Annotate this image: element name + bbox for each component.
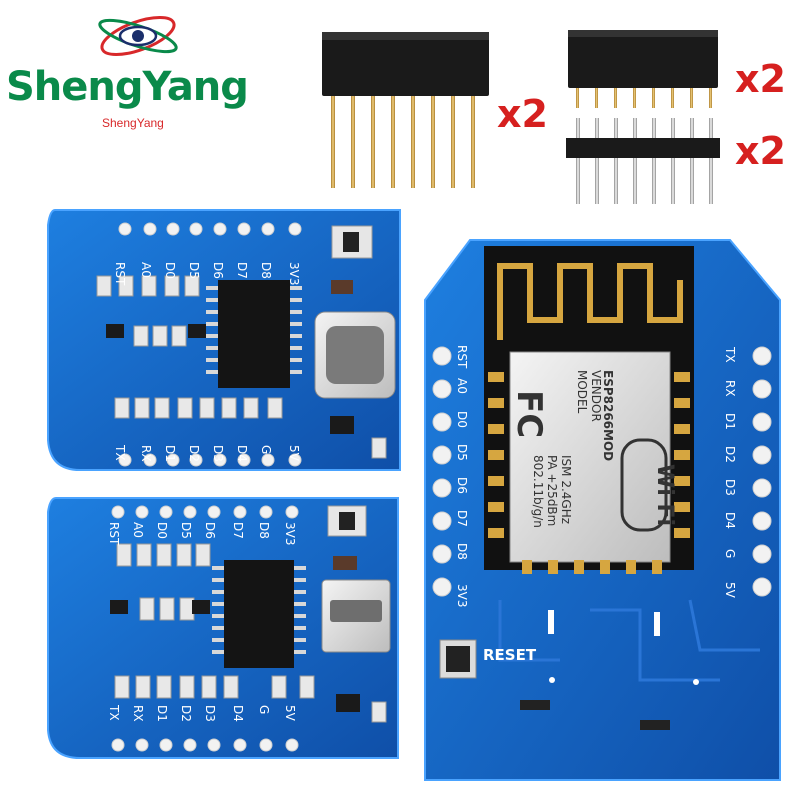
pin-label: D4: [231, 705, 245, 722]
pin-label: D1: [155, 705, 169, 722]
female-header-short: [568, 30, 718, 108]
board-typec: RST A0 D0 D5 D6 D7 D8 3V3 TX RX D1 D2 D3…: [47, 209, 401, 471]
board-micro: RST A0 D0 D5 D6 D7 D8 3V3 TX RX D1 D2 D3…: [47, 497, 399, 759]
module-text-line: VENDOR: [589, 370, 603, 422]
pin-label: D7: [235, 262, 249, 279]
pin-label: 5V: [283, 705, 297, 722]
pin-label: D3: [723, 479, 737, 496]
board-esp8266: FC MODEL VENDOR ESP8266MOD ISM 2.4GHz PA…: [424, 239, 781, 781]
pin-label: G: [723, 549, 737, 558]
module-text: FC MODEL VENDOR ESP8266MOD ISM 2.4GHz PA…: [509, 370, 615, 528]
pin-label: D2: [179, 705, 193, 722]
pin-label: RX: [139, 445, 153, 462]
pin-label: G: [259, 445, 273, 454]
micro-bottom-labels: TX RX D1 D2 D3 D4 G 5V: [107, 704, 297, 722]
pin-label: D3: [203, 705, 217, 722]
esp-left-labels: RST A0 D0 D5 D6 D7 D8 3V3: [455, 345, 469, 607]
pin-label: D7: [231, 522, 245, 539]
pin-label: D6: [211, 262, 225, 279]
pin-label: D8: [455, 543, 469, 560]
module-text-line: ESP8266MOD: [601, 370, 615, 461]
module-text-line: PA +25dBm: [545, 455, 559, 526]
qty-female-short: x2: [735, 57, 786, 101]
qty-female-long: x2: [497, 92, 548, 136]
pin-label: TX: [107, 704, 121, 721]
pin-label: RST: [455, 345, 469, 369]
pin-label: D6: [203, 522, 217, 539]
brand-name: ShengYang: [6, 64, 249, 110]
pin-label: D0: [163, 262, 177, 279]
pin-label: A0: [131, 522, 145, 538]
esp-right-labels: TX RX D1 D2 D3 D4 G 5V: [723, 346, 737, 599]
pin-label: A0: [455, 378, 469, 394]
pin-label: D1: [163, 445, 177, 462]
pin-label: D0: [155, 522, 169, 539]
pin-label: RST: [113, 262, 127, 286]
pin-label: D5: [179, 522, 193, 539]
pin-label: D2: [187, 445, 201, 462]
pin-label: D1: [723, 413, 737, 430]
pin-label: RST: [107, 522, 121, 546]
pin-label: D2: [723, 446, 737, 463]
pin-label: D8: [257, 522, 271, 539]
pin-label: TX: [113, 444, 127, 461]
wifi-logo-icon: Wi Fi: [620, 438, 677, 532]
module-text-line: ISM 2.4GHz: [559, 455, 573, 524]
brand-tagline: ShengYang: [102, 116, 164, 130]
pin-label: RX: [131, 705, 145, 722]
pin-label: D6: [455, 477, 469, 494]
pin-label: D4: [235, 445, 249, 462]
pin-label: TX: [723, 346, 737, 363]
female-header-long: [322, 32, 489, 188]
typec-bottom-labels: TX RX D1 D2 D3 D4 G 5V: [113, 444, 301, 462]
pin-label: 3V3: [283, 522, 297, 545]
pin-label: D8: [259, 262, 273, 279]
qty-male-short: x2: [735, 129, 786, 173]
pin-label: 5V: [723, 582, 737, 599]
micro-top-labels: RST A0 D0 D5 D6 D7 D8 3V3: [107, 522, 297, 546]
module-text-line: 802.11b/g/n: [531, 455, 545, 528]
pin-label: D5: [187, 262, 201, 279]
pin-label: 3V3: [287, 262, 301, 285]
pin-label: A0: [139, 262, 153, 278]
brand-logo: ShengYang ShengYang: [0, 0, 300, 140]
pin-label: 5V: [287, 445, 301, 462]
pin-label: D0: [455, 411, 469, 428]
fc-mark: FC: [509, 390, 549, 438]
typec-top-labels: RST A0 D0 D5 D6 D7 D8 3V3: [113, 262, 301, 286]
pin-label: RX: [723, 380, 737, 397]
eye-logo-icon: [98, 16, 178, 56]
pin-label: D4: [723, 512, 737, 529]
pin-label: D7: [455, 510, 469, 527]
wifi-mark: Wi Fi: [652, 464, 677, 526]
pin-label: D5: [455, 444, 469, 461]
module-text-line: MODEL: [575, 370, 589, 414]
male-header: [566, 118, 720, 204]
pin-label: G: [257, 705, 271, 714]
pin-label: D3: [211, 445, 225, 462]
pin-label: 3V3: [455, 584, 469, 607]
reset-label: RESET: [483, 646, 537, 664]
